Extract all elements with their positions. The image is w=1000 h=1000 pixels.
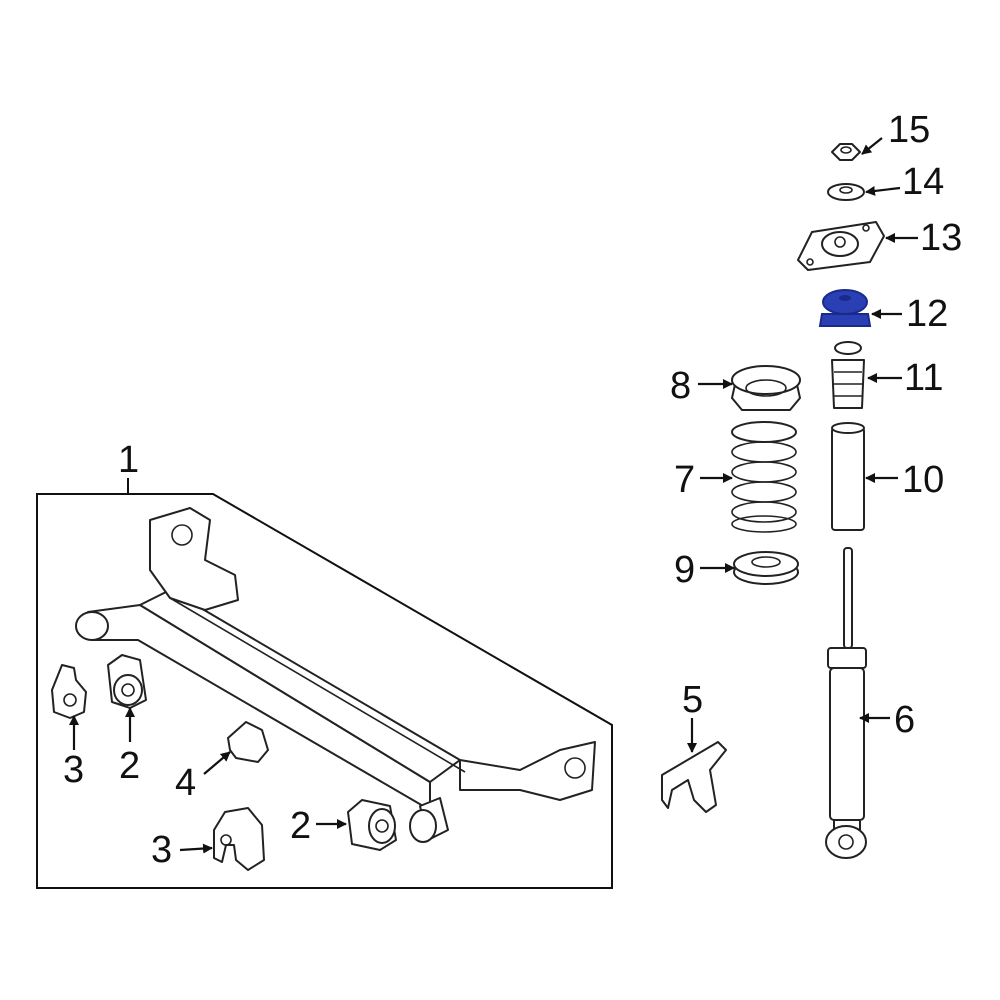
callout-label-14: 14	[902, 161, 944, 203]
strut-mount-insulator	[818, 289, 872, 327]
lower-spring-seat	[733, 551, 799, 585]
bushing-lower	[347, 799, 397, 851]
callout-label-3: 3	[151, 829, 172, 871]
callout-label-4: 4	[175, 762, 196, 804]
mount-plate-4	[227, 721, 269, 763]
callout-label-15: 15	[888, 109, 930, 151]
shock-absorber	[825, 547, 867, 859]
callout-label-13: 13	[920, 217, 962, 259]
shock-bracket-5	[661, 741, 727, 813]
callout-label-2: 2	[290, 805, 311, 847]
callout-label-12: 12	[906, 293, 948, 335]
upper-mount-plate	[797, 221, 885, 271]
washer	[827, 183, 865, 201]
callout-label-2: 2	[119, 745, 140, 787]
callout-label-8: 8	[670, 365, 691, 407]
dust-boot	[831, 422, 865, 531]
axle-assembly-frame	[36, 493, 613, 889]
nut	[831, 143, 861, 161]
callout-arrows	[69, 137, 918, 854]
bracket-upper	[51, 664, 87, 719]
callout-label-3: 3	[63, 749, 84, 791]
callout-label-7: 7	[674, 459, 695, 501]
callout-label-9: 9	[674, 549, 695, 591]
bushing-upper	[107, 654, 147, 709]
callout-label-6: 6	[894, 699, 915, 741]
coil-spring	[731, 421, 797, 533]
callout-label-11: 11	[904, 357, 943, 399]
callout-label-10: 10	[902, 459, 944, 501]
rear-axle-beam	[75, 507, 596, 843]
bracket-lower	[213, 807, 265, 871]
callout-label-5: 5	[682, 679, 703, 721]
callout-label-1: 1	[118, 439, 139, 481]
bump-stop	[831, 341, 865, 409]
upper-spring-seat	[731, 365, 801, 411]
